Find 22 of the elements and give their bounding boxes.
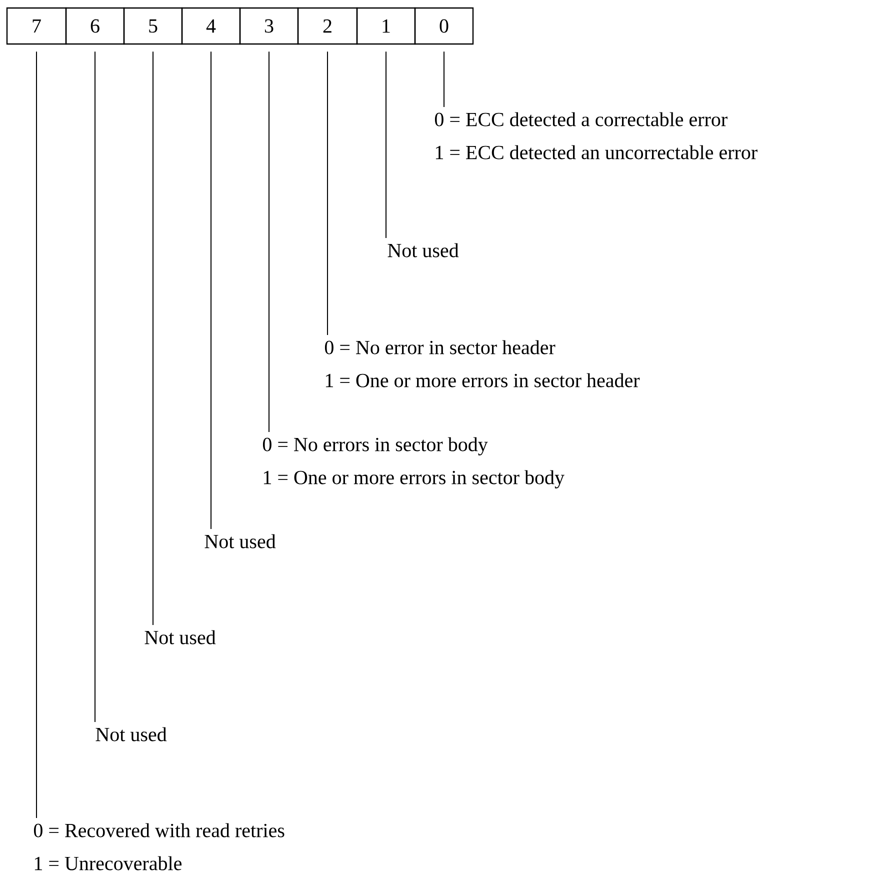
bit-cell: 2 bbox=[297, 7, 358, 45]
bit-note: Not used bbox=[144, 630, 216, 644]
bit-note: Not used bbox=[388, 243, 459, 258]
leader-line bbox=[210, 51, 212, 530]
bit-cell: 6 bbox=[65, 7, 125, 45]
bit-cell: 0 bbox=[414, 7, 474, 45]
bit-cell: 3 bbox=[239, 7, 299, 45]
leader-line bbox=[268, 51, 270, 432]
leader-line bbox=[327, 51, 328, 336]
bit-note: Not used bbox=[96, 727, 167, 742]
bit-description: 0 = ECC detected a correctable error 1 = ECC detected an uncorrectable error bbox=[434, 112, 758, 160]
bit-cell: 1 bbox=[356, 7, 416, 45]
bit-cell: 7 bbox=[6, 7, 67, 45]
bit-note: Not used bbox=[204, 534, 276, 548]
bit-description: 0 = No errors in sector body 1 = One or more errors in sector body bbox=[262, 437, 564, 488]
leader-line bbox=[94, 51, 96, 722]
bit-cell: 4 bbox=[181, 7, 241, 45]
leader-line bbox=[36, 51, 37, 818]
bit-description: 0 = No error in sector header 1 = One or more errors in sector header bbox=[324, 340, 640, 388]
bit-cell: 5 bbox=[123, 7, 183, 45]
bit-description: 0 = Recovered with read retries 1 = Unrecoverable bbox=[34, 823, 284, 870]
leader-line bbox=[152, 51, 154, 626]
